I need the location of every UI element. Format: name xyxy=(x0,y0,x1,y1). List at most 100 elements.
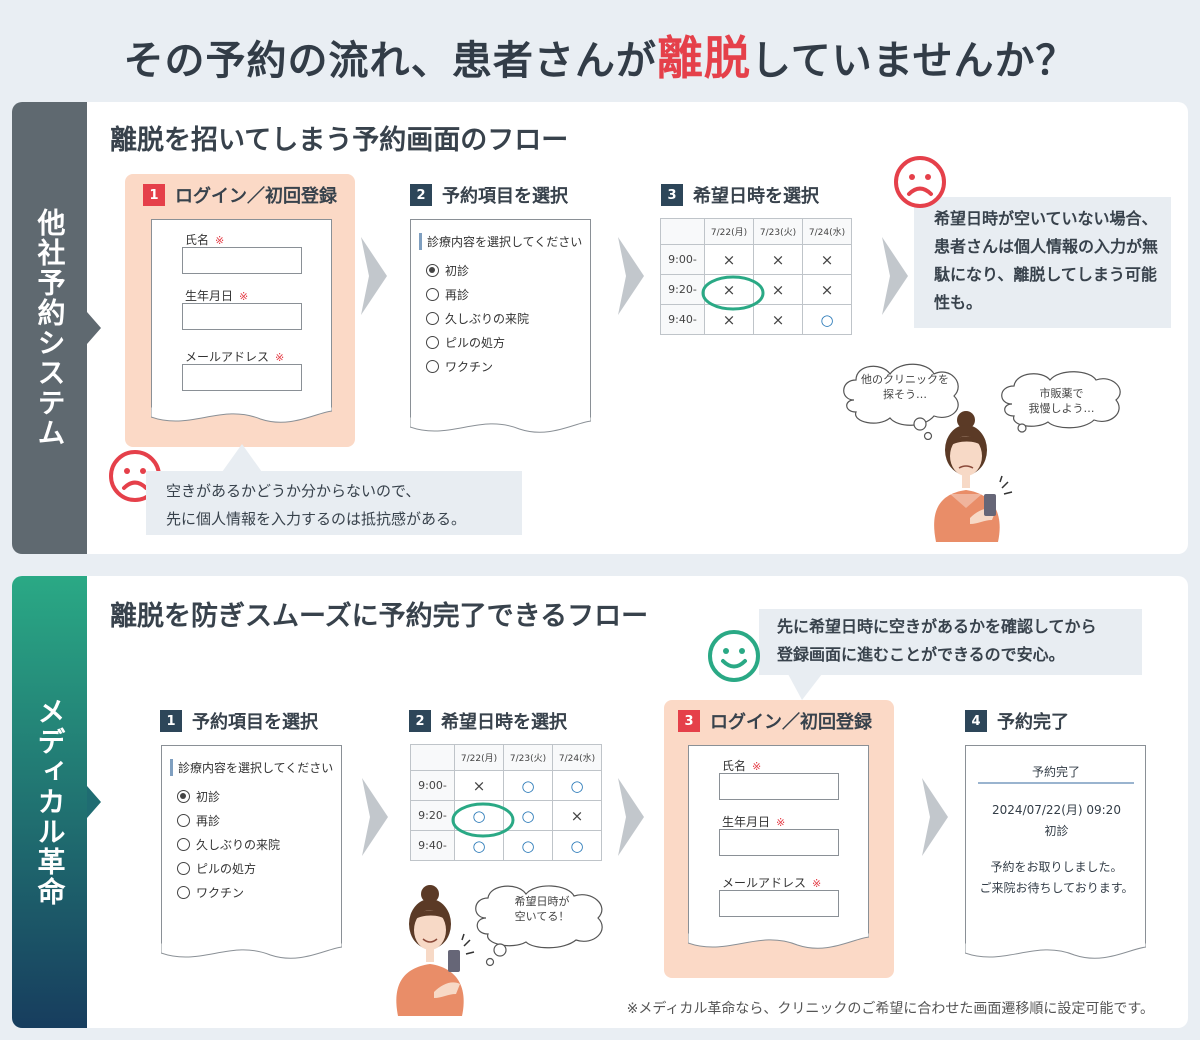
happy-note: 先に希望日時に空きがあるかを確認してから 登録画面に進むことができるので安心。 xyxy=(759,609,1142,675)
slot-available[interactable]: ○ xyxy=(552,770,602,801)
date-header: 7/22(月) xyxy=(454,744,504,771)
radio-option[interactable]: 再診 xyxy=(177,808,280,832)
slot-full: × xyxy=(802,274,852,305)
sad-face-icon xyxy=(894,156,946,208)
radio-icon xyxy=(426,359,439,373)
radio-icon xyxy=(177,813,190,827)
radio-option[interactable]: 初診 xyxy=(177,784,280,808)
thought-text: 他のクリニックを探そう… xyxy=(861,373,949,401)
field-label-email: メールアドレス※ xyxy=(722,876,822,890)
login-form-doc: 氏名※ 生年月日※ メールアドレス※ xyxy=(151,219,332,423)
slot-full: × xyxy=(802,244,852,275)
chevron-right-icon xyxy=(922,778,948,856)
service-select-doc: 診療内容を選択してください 初診 再診 久しぶりの来院 ピルの処方 ワクチン xyxy=(410,219,591,433)
radio-option[interactable]: ピルの処方 xyxy=(426,330,529,354)
availability-calendar: 7/22(月)7/23(火)7/24(水) 9:00-××× 9:20-××× … xyxy=(660,218,852,335)
time-label: 9:00- xyxy=(410,770,455,801)
slot-full: × xyxy=(753,244,803,275)
birthdate-input[interactable] xyxy=(182,303,302,330)
slot-full: × xyxy=(552,800,602,831)
time-label: 9:00- xyxy=(660,244,705,275)
selection-ring xyxy=(451,802,515,838)
service-question: 診療内容を選択してください xyxy=(419,233,582,250)
radio-icon xyxy=(426,287,439,301)
slot-available[interactable]: ○ xyxy=(802,304,852,335)
field-label-name: 氏名※ xyxy=(185,233,225,247)
page-title: その予約の流れ、患者さんが離脱していませんか？ xyxy=(123,31,1077,85)
time-label: 9:20- xyxy=(410,800,455,831)
happy-face-icon xyxy=(708,630,760,682)
radio-option[interactable]: 再診 xyxy=(426,282,529,306)
confirmation-message: 予約をお取りしました。 xyxy=(990,860,1123,874)
confirmation-type: 初診 xyxy=(1044,824,1069,838)
service-question: 診療内容を選択してください xyxy=(170,759,333,776)
panel-title: 離脱を防ぎスムーズに予約完了できるフロー xyxy=(110,601,649,632)
concern-note: 空きがあるかどうか分からないので、 先に個人情報を入力するのは抵抗感がある。 xyxy=(146,471,522,535)
confirmation-message: ご来院お待ちしております。 xyxy=(979,881,1134,895)
availability-calendar: 7/22(月)7/23(火)7/24(水) 9:00-×○○ 9:20-○○× … xyxy=(410,744,602,861)
slot-full: × xyxy=(454,770,504,801)
radio-option[interactable]: 初診 xyxy=(426,258,529,282)
confirmation-datetime: 2024/07/22(月) 09:20 xyxy=(992,803,1121,817)
radio-option[interactable]: 久しぶりの来院 xyxy=(426,306,529,330)
side-notch xyxy=(87,312,101,344)
footnote: ※メディカル革命なら、クリニックのご希望に合わせた画面遷移順に設定可能です。 xyxy=(626,1001,1154,1017)
date-header: 7/24(水) xyxy=(552,744,602,771)
birthdate-input[interactable] xyxy=(719,829,839,856)
thought-cloud-icon xyxy=(1001,371,1121,433)
radio-icon xyxy=(177,861,190,875)
radio-option[interactable]: ワクチン xyxy=(426,354,529,378)
name-input[interactable] xyxy=(719,773,839,800)
radio-option[interactable]: ピルの処方 xyxy=(177,856,280,880)
thought-cloud-icon xyxy=(843,363,959,440)
slot-available[interactable]: ○ xyxy=(503,770,553,801)
service-select-doc: 診療内容を選択してください 初診 再診 久しぶりの来院 ピルの処方 ワクチン xyxy=(161,745,342,959)
email-input[interactable] xyxy=(182,364,302,391)
date-header: 7/24(水) xyxy=(802,218,852,245)
side-notch xyxy=(87,786,101,818)
name-input[interactable] xyxy=(182,247,302,274)
slot-full: × xyxy=(704,244,754,275)
date-header: 7/22(月) xyxy=(704,218,754,245)
time-label: 9:40- xyxy=(410,830,455,861)
radio-icon xyxy=(426,311,439,325)
competitor-side-label: 他社予約システム xyxy=(12,102,87,554)
selection-ring xyxy=(701,275,765,311)
radio-checked-icon xyxy=(426,263,439,277)
radio-icon xyxy=(177,837,190,851)
field-label-email: メールアドレス※ xyxy=(185,350,285,364)
chevron-right-icon xyxy=(618,778,644,856)
date-header: 7/23(火) xyxy=(503,744,553,771)
thought-cloud-icon xyxy=(475,885,603,967)
sad-note: 希望日時が空いていない場合、患者さんは個人情報の入力が無駄になり、離脱してしまう… xyxy=(914,197,1171,328)
field-label-name: 氏名※ xyxy=(722,759,762,773)
woman-with-phone-icon xyxy=(396,885,475,1016)
medical-kakumei-flow-panel: メディカル革命 離脱を防ぎスムーズに予約完了できるフロー 先に希望日時に空きがあ… xyxy=(12,576,1188,1028)
field-label-birthdate: 生年月日※ xyxy=(722,815,786,829)
title-highlight: 離脱 xyxy=(656,31,751,85)
email-input[interactable] xyxy=(719,890,839,917)
time-label: 9:20- xyxy=(660,274,705,305)
thought-text: 希望日時が空いてる！ xyxy=(514,895,570,923)
radio-icon xyxy=(426,335,439,349)
field-label-birthdate: 生年月日※ xyxy=(185,289,249,303)
thought-text: 市販薬で我慢しよう… xyxy=(1028,387,1095,415)
radio-option[interactable]: 久しぶりの来院 xyxy=(177,832,280,856)
note-pointer xyxy=(788,674,822,700)
radio-option[interactable]: ワクチン xyxy=(177,880,280,904)
confirmation-doc: 予約完了 2024/07/22(月) 09:20 初診 予約をお取りしました。 … xyxy=(965,745,1146,959)
chevron-right-icon xyxy=(882,237,908,315)
medical-kakumei-side-label: メディカル革命 xyxy=(12,576,87,1028)
slot-available[interactable]: ○ xyxy=(552,830,602,861)
chevron-right-icon xyxy=(361,237,387,315)
slot-full: × xyxy=(753,304,803,335)
time-label: 9:40- xyxy=(660,304,705,335)
date-header: 7/23(火) xyxy=(753,218,803,245)
